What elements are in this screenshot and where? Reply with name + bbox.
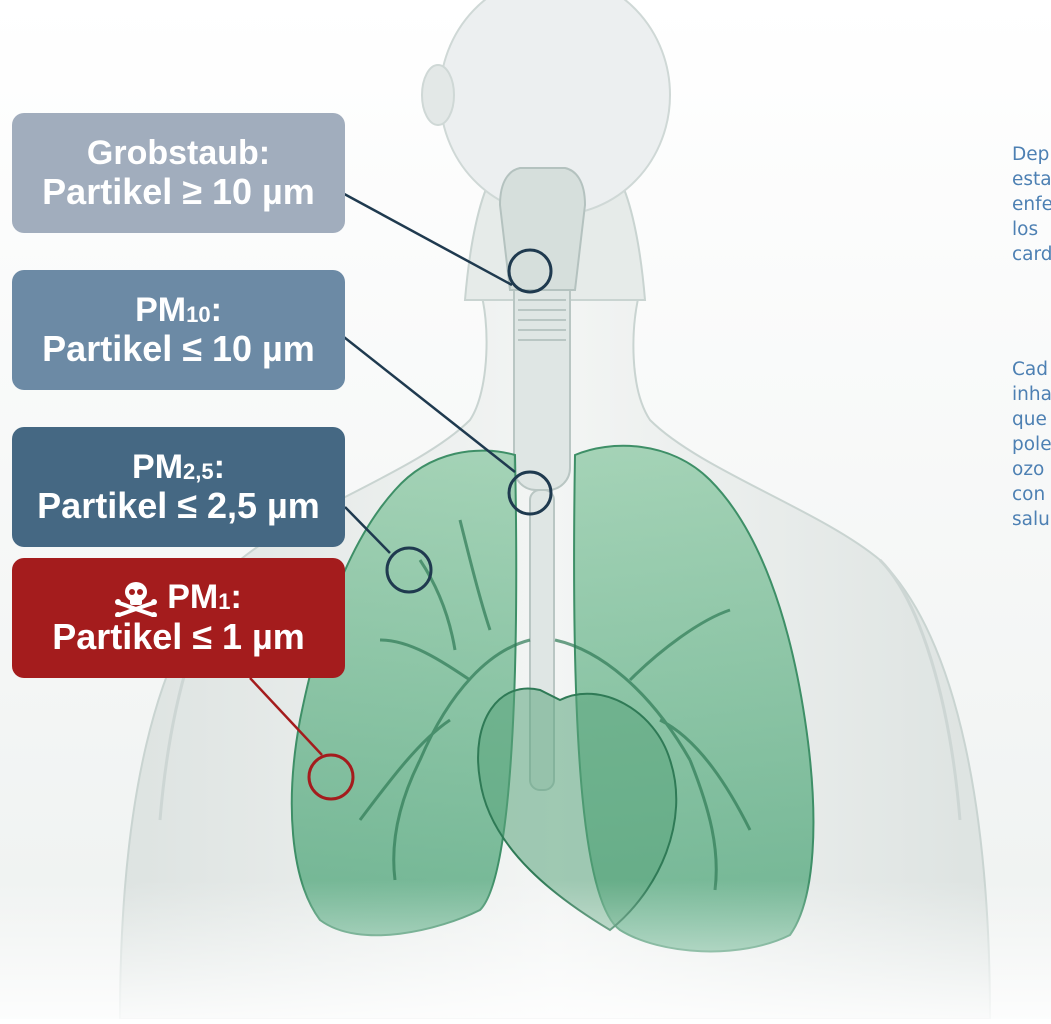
side-text-line: pole — [1012, 432, 1051, 457]
pm25-size: Partikel ≤ 2,5 µm — [37, 486, 320, 526]
side-text-line: con — [1012, 482, 1051, 507]
side-text-line: salu — [1012, 507, 1051, 532]
side-paragraph-1: Dep esta enfe los card — [1012, 142, 1051, 267]
side-text-line: ozo — [1012, 457, 1051, 482]
pm10-title: PM10: — [135, 291, 222, 329]
pm1-size: Partikel ≤ 1 µm — [52, 617, 305, 657]
label-pm25: PM2,5: Partikel ≤ 2,5 µm — [12, 427, 345, 547]
side-text-line: que — [1012, 407, 1051, 432]
pm10-size: Partikel ≤ 10 µm — [42, 329, 315, 369]
pm25-title: PM2,5: — [132, 448, 225, 486]
skull-crossbones-icon — [115, 581, 157, 617]
side-text-line: enfe — [1012, 192, 1051, 217]
label-pm10: PM10: Partikel ≤ 10 µm — [12, 270, 345, 390]
label-pm1: PM1: Partikel ≤ 1 µm — [12, 558, 345, 678]
side-text-line: Dep — [1012, 142, 1051, 167]
label-coarse-dust: Grobstaub: Partikel ≥ 10 µm — [12, 113, 345, 233]
side-text-line: inha — [1012, 382, 1051, 407]
side-text-line: esta — [1012, 167, 1051, 192]
coarse-size: Partikel ≥ 10 µm — [42, 172, 315, 212]
coarse-title: Grobstaub: — [87, 134, 270, 172]
side-text-line: Cad — [1012, 357, 1051, 382]
side-text-line: card — [1012, 242, 1051, 267]
side-text-line: los — [1012, 217, 1051, 242]
pm1-title: PM1: — [115, 578, 242, 617]
side-paragraph-2: Cad inha que pole ozo con salu — [1012, 357, 1051, 532]
